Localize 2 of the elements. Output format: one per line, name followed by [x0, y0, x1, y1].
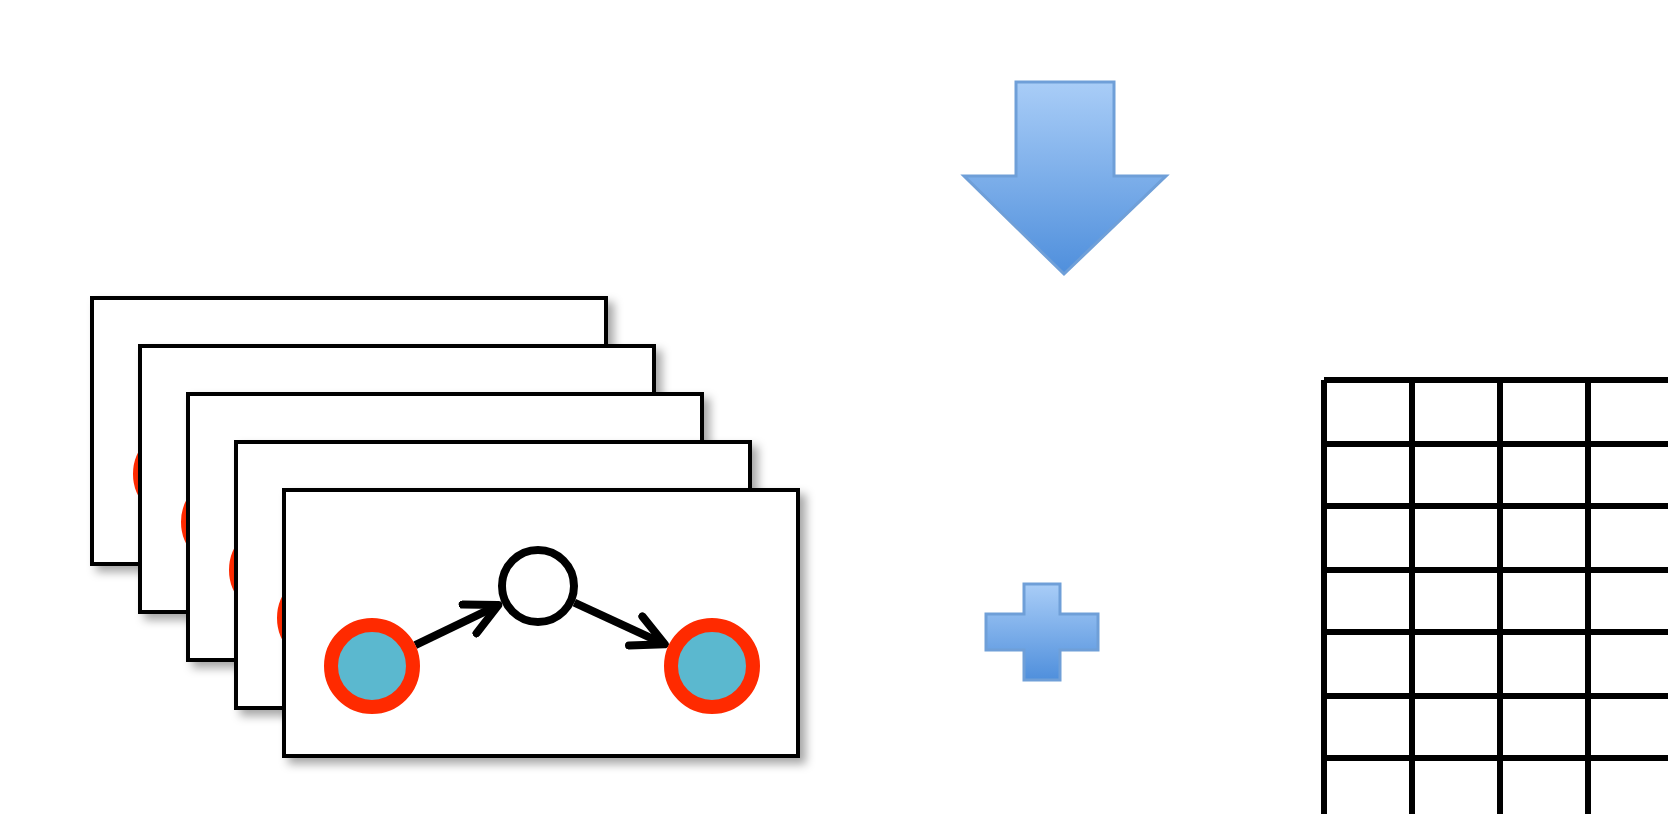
- arrow: [413, 600, 503, 649]
- arrow: [572, 599, 669, 650]
